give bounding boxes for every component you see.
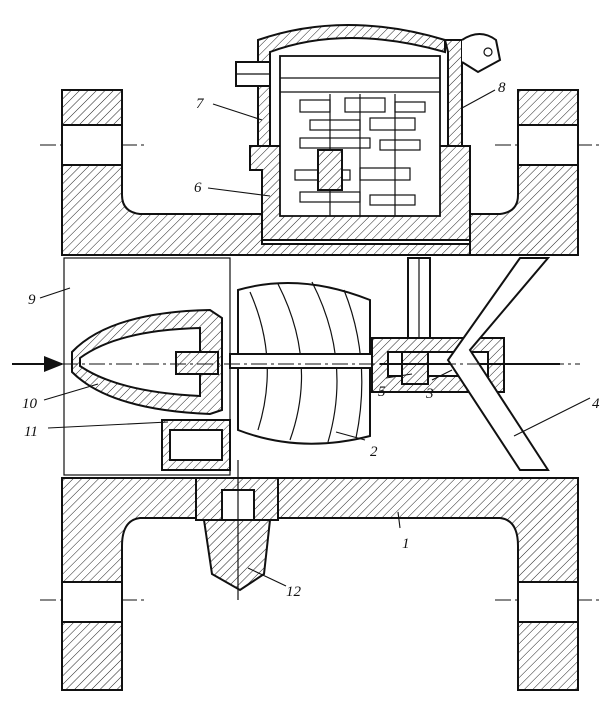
register-hinge [461,33,502,74]
register-housing [235,24,502,241]
label-12: 12 [286,584,302,600]
label-5: 5 [378,384,386,400]
label-8: 8 [498,80,506,96]
label-6: 6 [194,180,202,196]
part-labels: 7 8 6 9 10 11 2 5 3 4 1 12 [22,80,600,600]
pipe-body [40,89,600,691]
drain-plug [195,460,279,600]
label-11: 11 [24,424,38,440]
right-flange-upper [469,89,579,256]
label-4: 4 [592,396,600,412]
gear-train [280,77,440,216]
inlet-straightener [63,257,231,476]
turbine-rotor [229,281,381,445]
magnetic-coupling [401,351,429,385]
lower-wall [61,477,579,691]
label-3: 3 [425,386,434,402]
label-10: 10 [22,396,38,412]
label-9: 9 [28,292,36,308]
label-1: 1 [402,536,410,552]
label-2: 2 [370,444,378,460]
label-7: 7 [196,96,205,112]
register-cover [257,24,446,147]
